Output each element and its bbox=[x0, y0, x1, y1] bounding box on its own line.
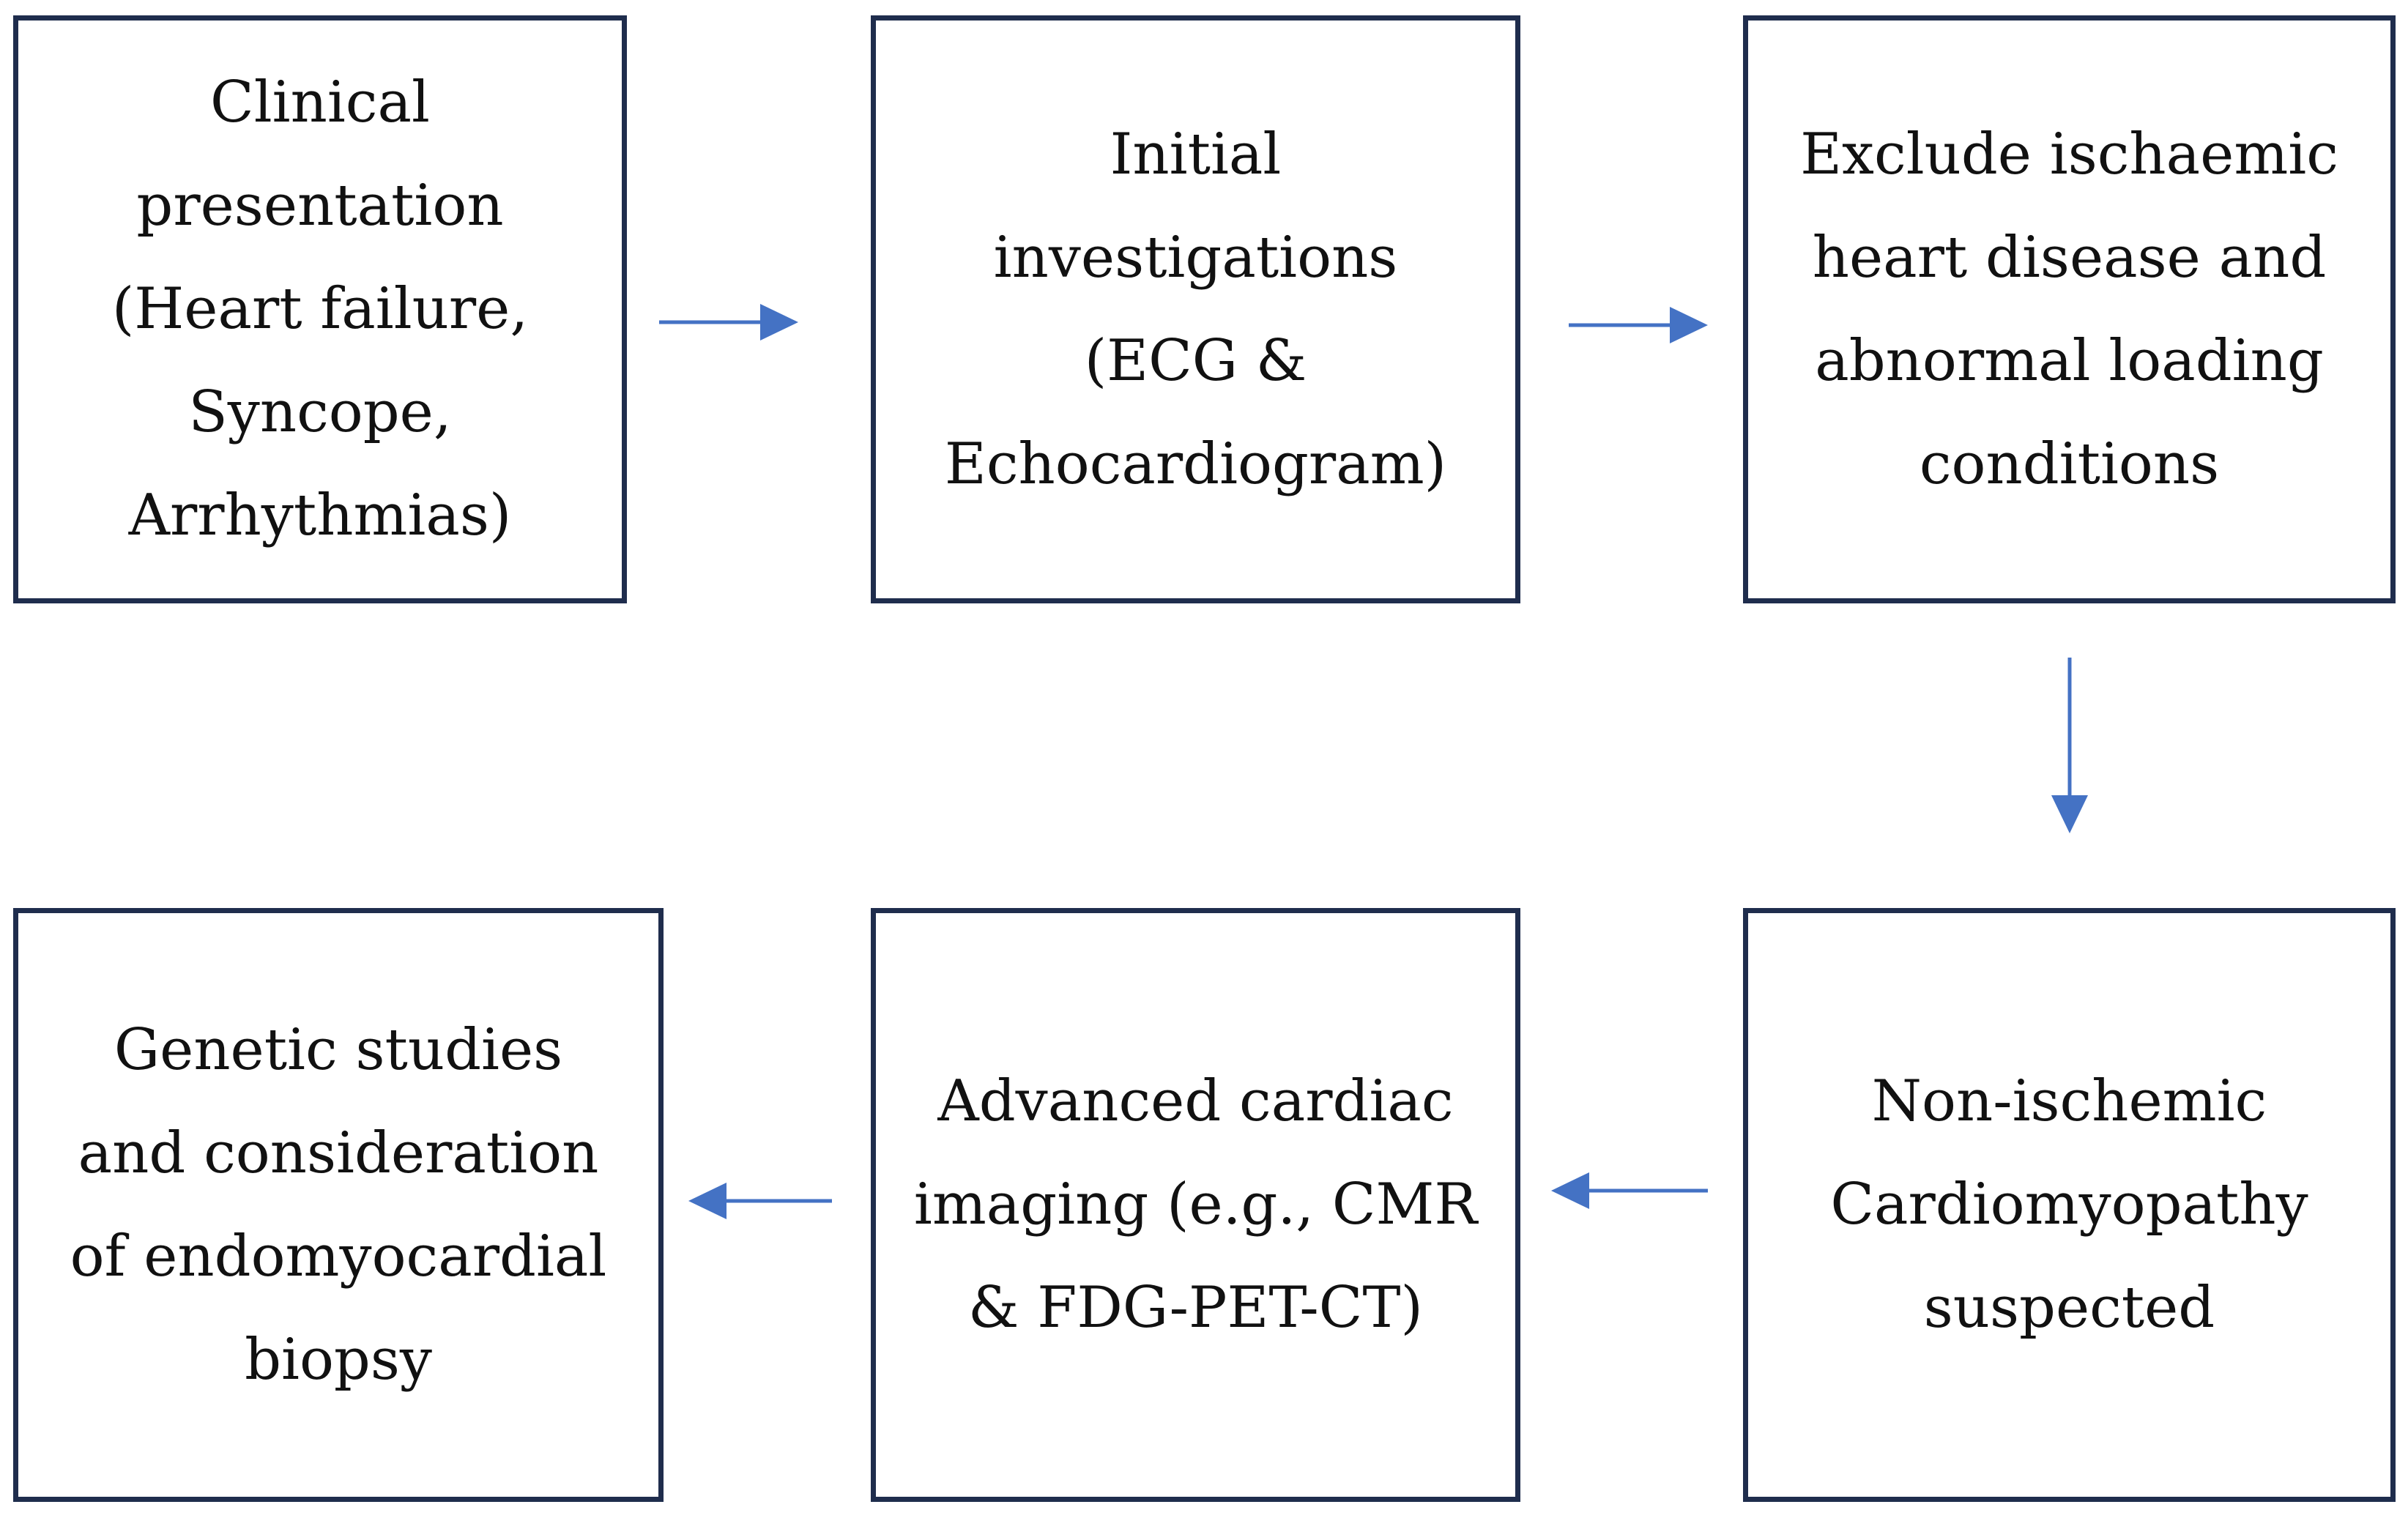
arrow-initial-to-exclude bbox=[1569, 307, 1708, 343]
step-text-line: Initial bbox=[1110, 121, 1282, 187]
step-text-line: and consideration bbox=[78, 1120, 599, 1186]
step-text-line: Arrhythmias) bbox=[128, 483, 512, 548]
step-text-line: Echocardiogram) bbox=[944, 431, 1447, 497]
step-text-line: Exclude ischaemic bbox=[1800, 121, 2338, 187]
arrow-advanced-to-genetic bbox=[688, 1183, 832, 1219]
step-text-line: abnormal loading bbox=[1815, 327, 2324, 394]
step-text-line: investigations bbox=[993, 224, 1398, 291]
step-exclude-ischaemic: Exclude ischaemic heart disease and abno… bbox=[1743, 15, 2396, 603]
step-text-line: suspected bbox=[1923, 1275, 2215, 1341]
arrow-nonischemic-to-advanced bbox=[1551, 1172, 1708, 1209]
step-text-line: (ECG & bbox=[1084, 327, 1307, 394]
step-text-line: imaging (e.g., CMR bbox=[913, 1172, 1478, 1238]
arrow-exclude-to-nonischemic bbox=[2051, 658, 2088, 833]
step-text-line: & FDG-PET-CT) bbox=[968, 1275, 1423, 1341]
step-text-line: heart disease and bbox=[1812, 224, 2327, 291]
step-clinical-presentation: Clinical presentation (Heart failure, Sy… bbox=[13, 15, 627, 603]
step-non-ischemic-suspected: Non-ischemic Cardiomyopathy suspected bbox=[1743, 908, 2396, 1502]
step-text-line: Advanced cardiac bbox=[937, 1068, 1454, 1134]
step-genetic-studies: Genetic studies and consideration of end… bbox=[13, 908, 664, 1502]
step-text-line: biopsy bbox=[245, 1326, 432, 1393]
arrow-clinical-to-initial bbox=[659, 304, 798, 341]
step-text-line: Syncope, bbox=[188, 379, 452, 445]
step-text-line: conditions bbox=[1919, 431, 2220, 497]
step-text-line: presentation bbox=[136, 173, 504, 239]
step-text-line: of endomyocardial bbox=[70, 1223, 607, 1290]
step-text-line: (Heart failure, bbox=[111, 276, 529, 342]
step-text-line: Genetic studies bbox=[114, 1016, 563, 1083]
step-text-line: Non-ischemic bbox=[1871, 1068, 2267, 1134]
step-advanced-imaging: Advanced cardiac imaging (e.g., CMR & FD… bbox=[871, 908, 1520, 1502]
step-text-line: Cardiomyopathy bbox=[1830, 1172, 2308, 1238]
step-initial-investigations: Initial investigations (ECG & Echocardio… bbox=[871, 15, 1520, 603]
step-text-line: Clinical bbox=[210, 70, 430, 135]
